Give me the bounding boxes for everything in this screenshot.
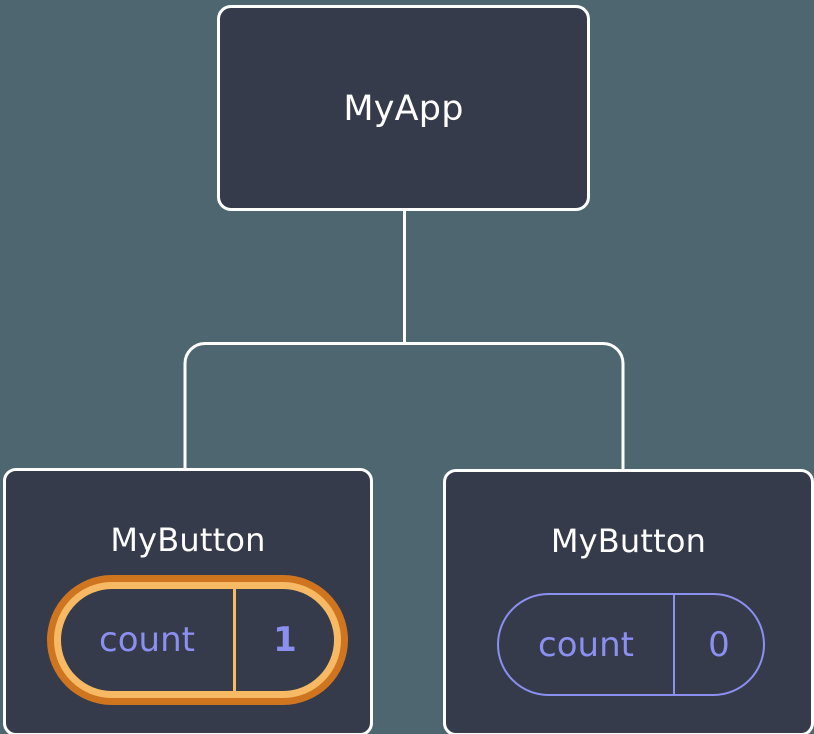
state-pill-highlighted[interactable]: count 1 [47, 575, 348, 705]
state-key-label: count [499, 595, 675, 694]
node-mybutton-left[interactable]: MyButton count 1 [3, 468, 373, 734]
state-key-label: count [61, 589, 236, 691]
node-myapp[interactable]: MyApp [217, 5, 590, 211]
node-myapp-label: MyApp [343, 89, 464, 129]
node-mybutton-left-label: MyButton [110, 521, 266, 559]
node-mybutton-right[interactable]: MyButton count 0 [443, 469, 814, 734]
state-pill-inner-ring: count 1 [54, 582, 341, 698]
state-value-label: 0 [708, 624, 730, 665]
connector-branch-right [404, 342, 625, 470]
node-mybutton-right-label: MyButton [550, 522, 707, 560]
state-pill-core: count 1 [61, 589, 334, 691]
state-pill-plain[interactable]: count 0 [497, 593, 765, 696]
state-value-label: 1 [273, 620, 297, 660]
connector-branch-left [183, 342, 405, 470]
